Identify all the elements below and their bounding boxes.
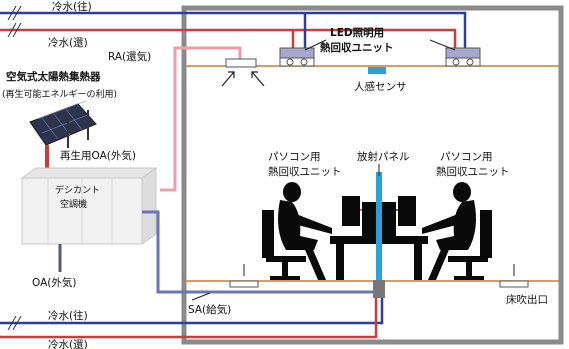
cold-supply-pipe-top xyxy=(0,11,467,50)
room-wall xyxy=(181,5,564,345)
label-desiccant-line2: 空調機 xyxy=(60,198,87,210)
cold-return-pipe-bottom xyxy=(0,298,378,339)
label-motion-sensor: 人感センサ xyxy=(354,80,407,93)
label-cold-return-bottom: 冷水(還) xyxy=(48,338,88,349)
ra-grille xyxy=(225,58,257,68)
label-regen-oa: 再生用OA(外気) xyxy=(60,149,136,162)
label-solar-title: 空気式太陽熱集熱器 xyxy=(6,70,101,83)
floor-grille-right xyxy=(499,280,529,288)
desiccant-ahu xyxy=(20,167,158,245)
label-oa-in: OA(外気) xyxy=(32,276,76,289)
label-pc-left-line1: パソコン用 xyxy=(268,151,321,163)
workstation-left xyxy=(262,182,376,280)
label-pc-right-line2: 熱回収ユニット xyxy=(436,165,510,178)
label-ra: RA(還気) xyxy=(108,50,151,63)
cold-return-pipe-top xyxy=(0,28,457,50)
label-pc-right-line1: パソコン用 xyxy=(440,151,493,163)
ra-arrows xyxy=(221,71,265,87)
pipe-break-mark-top xyxy=(7,5,22,38)
label-floor-outlet: 床吹出口 xyxy=(506,293,548,306)
led-heat-recovery-unit-left xyxy=(279,47,315,67)
radiant-panel xyxy=(376,172,382,282)
motion-sensor xyxy=(368,67,386,74)
label-solar-sub: (再生可能エネルギーの利用) xyxy=(2,88,117,100)
sa-arrow xyxy=(191,292,211,301)
led-label-leaders xyxy=(304,39,456,51)
led-heat-recovery-unit-right xyxy=(445,47,481,67)
label-pc-left-line2: 熱回収ユニット xyxy=(268,165,342,178)
cold-supply-pipe-bottom xyxy=(0,298,384,325)
floor-grille-left xyxy=(229,280,259,288)
sa-duct xyxy=(142,210,374,294)
solar-panel xyxy=(29,100,97,148)
pipe-break-mark-bottom xyxy=(7,315,22,331)
label-sa: SA(給気) xyxy=(188,303,231,316)
label-cold-return-top: 冷水(還) xyxy=(48,36,88,49)
label-cold-supply-bottom: 冷水(往) xyxy=(48,309,88,322)
panel-base xyxy=(373,280,385,298)
workstation-right xyxy=(382,182,492,280)
label-cold-supply-top: 冷水(往) xyxy=(52,0,92,13)
ra-duct xyxy=(160,46,242,192)
label-radiant-panel: 放射パネル xyxy=(357,150,410,163)
label-desiccant-line1: デシカント xyxy=(55,184,100,196)
label-led-line1: LED照明用 xyxy=(330,27,384,39)
label-led-line2: 熱回収ユニット xyxy=(320,41,394,54)
